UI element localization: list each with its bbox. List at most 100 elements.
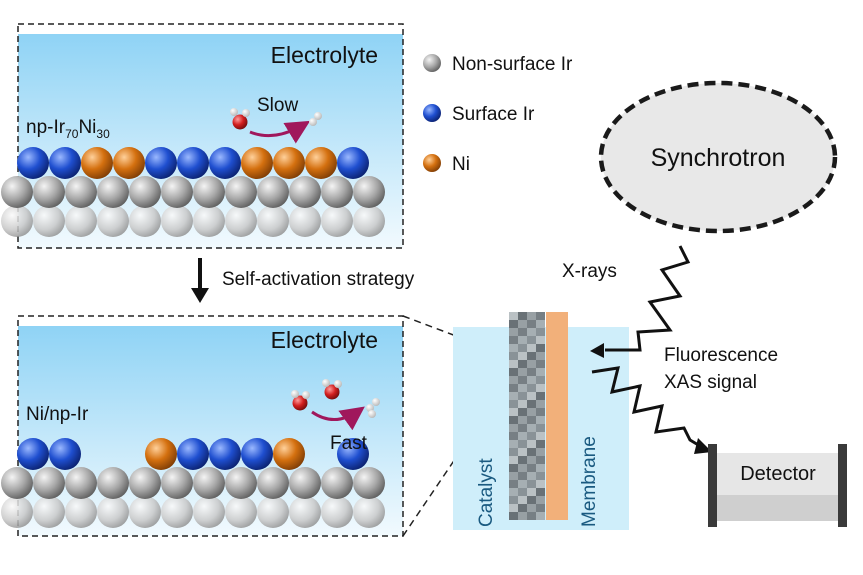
non-surface-ir-atom <box>353 467 385 499</box>
synchrotron-ellipse <box>598 80 838 234</box>
non-surface-ir-atom <box>225 176 257 208</box>
non-surface-ir-atom <box>225 467 257 499</box>
non-surface-ir-atom <box>289 205 321 237</box>
water-molecule-icon <box>322 379 342 400</box>
non-surface-ir-atom <box>97 496 129 528</box>
top-atom-layers <box>1 147 385 237</box>
fast-label: Fast <box>330 433 368 454</box>
non-surface-ir-atom <box>33 496 65 528</box>
non-surface-ir-atom <box>33 205 65 237</box>
bottom-sample-label: Ni/np-Ir <box>26 404 89 425</box>
fast-reaction-arrow <box>311 406 365 431</box>
non-surface-ir-atom <box>193 205 225 237</box>
legend: Non-surface Ir Surface Ir Ni <box>423 54 573 175</box>
ni-atom <box>273 438 305 470</box>
fluorescence-wave <box>591 366 701 448</box>
slow-label: Slow <box>257 95 298 116</box>
non-surface-ir-atom <box>129 205 161 237</box>
non-surface-ir-atom <box>193 496 225 528</box>
non-surface-ir-atom <box>353 176 385 208</box>
surface-ir-atom <box>49 147 81 179</box>
xray-arrowhead <box>590 343 604 358</box>
top-panel-border <box>17 23 404 249</box>
non-surface-ir-atom <box>97 467 129 499</box>
non-surface-ir-atom <box>1 467 33 499</box>
legend-ni-icon <box>423 154 441 172</box>
xray-wave <box>605 245 691 352</box>
non-surface-ir-atom <box>65 205 97 237</box>
xray-label: X-rays <box>562 261 617 282</box>
legend-ni-label: Ni <box>452 154 470 175</box>
bottom-atom-layers <box>1 438 385 528</box>
non-surface-ir-atom <box>321 496 353 528</box>
non-surface-ir-atom <box>161 205 193 237</box>
non-surface-ir-atom <box>321 467 353 499</box>
non-surface-ir-atom <box>129 467 161 499</box>
detector-left-plate <box>708 444 717 527</box>
product-molecule-icon <box>366 398 380 418</box>
legend-surface-ir-icon <box>423 104 441 122</box>
ni-atom <box>113 147 145 179</box>
surface-ir-atom <box>177 147 209 179</box>
non-surface-ir-atom <box>193 176 225 208</box>
surface-ir-atom <box>241 438 273 470</box>
detector: Detector <box>708 444 847 527</box>
non-surface-ir-atom <box>257 176 289 208</box>
legend-non-surface-ir-label: Non-surface Ir <box>452 54 573 75</box>
catalyst-label: Catalyst <box>476 458 497 527</box>
synchrotron-label: Synchrotron <box>651 144 786 172</box>
non-surface-ir-atom <box>65 467 97 499</box>
non-surface-ir-atom <box>33 176 65 208</box>
surface-ir-atom <box>17 438 49 470</box>
non-surface-ir-atom <box>193 467 225 499</box>
surface-ir-atom <box>209 438 241 470</box>
non-surface-ir-atom <box>257 496 289 528</box>
surface-ir-atom <box>145 147 177 179</box>
surface-ir-atom <box>337 438 369 470</box>
non-surface-ir-atom <box>65 496 97 528</box>
surface-ir-atom <box>337 147 369 179</box>
fluorescence-arrowhead <box>694 438 712 454</box>
non-surface-ir-atom <box>1 176 33 208</box>
non-surface-ir-atom <box>289 176 321 208</box>
non-surface-ir-atom <box>321 176 353 208</box>
ni-atom <box>305 147 337 179</box>
non-surface-ir-atom <box>1 205 33 237</box>
strategy-arrow <box>191 258 209 303</box>
non-surface-ir-atom <box>161 176 193 208</box>
water-molecule-icon <box>291 390 310 411</box>
non-surface-ir-atom <box>225 205 257 237</box>
non-surface-ir-atom <box>97 176 129 208</box>
non-surface-ir-atom <box>33 467 65 499</box>
top-electrolyte-title: Electrolyte <box>271 42 378 68</box>
ni-atom <box>145 438 177 470</box>
non-surface-ir-atom <box>353 205 385 237</box>
surface-ir-atom <box>17 147 49 179</box>
membrane-label: Membrane <box>579 436 600 527</box>
non-surface-ir-atom <box>65 176 97 208</box>
bottom-panel-border <box>17 315 404 537</box>
non-surface-ir-atom <box>129 176 161 208</box>
surface-ir-atom <box>209 147 241 179</box>
non-surface-ir-atom <box>257 467 289 499</box>
fluorescence-label-line2: XAS signal <box>664 372 757 393</box>
fluorescence-label-line1: Fluorescence <box>664 345 778 366</box>
bottom-panel: Electrolyte Ni/np-Ir Fast <box>1 315 404 537</box>
ni-atom <box>273 147 305 179</box>
ni-atom <box>81 147 113 179</box>
non-surface-ir-atom <box>289 496 321 528</box>
top-sample-label: np-Ir70Ni30 <box>26 117 110 141</box>
membrane-layer <box>546 312 568 520</box>
non-surface-ir-atom <box>257 205 289 237</box>
surface-ir-atom <box>177 438 209 470</box>
water-molecule-icon <box>230 108 250 130</box>
electrochemical-cell: Catalyst Membrane <box>453 312 629 530</box>
strategy-label: Self-activation strategy <box>222 269 415 290</box>
top-panel: Electrolyte np-Ir70Ni30 Slow <box>1 23 404 249</box>
non-surface-ir-atom <box>321 205 353 237</box>
non-surface-ir-atom <box>161 467 193 499</box>
legend-surface-ir-label: Surface Ir <box>452 104 535 125</box>
catalyst-layer <box>509 312 545 520</box>
non-surface-ir-atom <box>289 467 321 499</box>
